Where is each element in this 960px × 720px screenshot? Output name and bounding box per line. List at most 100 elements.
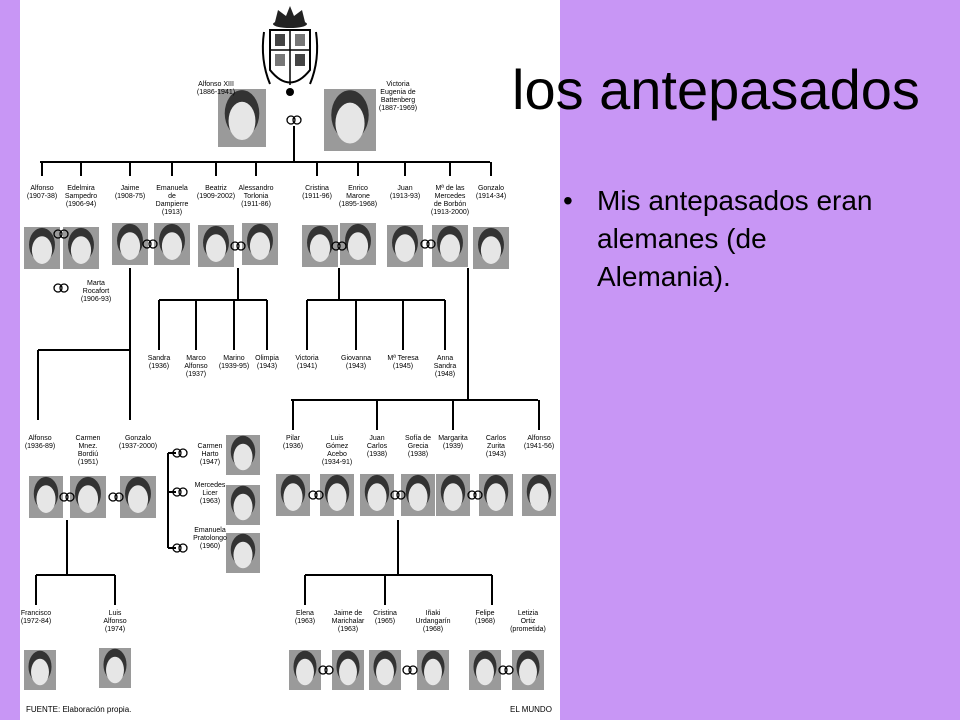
person-photo-gen4-right-4 (469, 650, 501, 690)
source-note: FUENTE: Elaboración propia. (26, 705, 131, 714)
person-photo-gen2-2 (112, 223, 148, 265)
marriage-rings-icon (108, 492, 124, 502)
person-photo-gen4-right-3 (417, 650, 449, 690)
marriage-rings-icon (402, 665, 418, 675)
person-photo-gen3-right-0 (276, 474, 310, 516)
person-photo-alfonso-1936 (29, 476, 63, 518)
person-label-gen4-right-0: Elena(1963) (295, 610, 315, 625)
person-label-gen4-right-4: Felipe(1968) (475, 610, 495, 625)
person-photo-gen3-right-5 (479, 474, 513, 516)
person-label-gen2-6: Cristina(1911-96) (302, 185, 332, 200)
marriage-rings-icon (172, 543, 188, 553)
person-label-gen3-mid-3: Olimpia(1943) (255, 355, 279, 370)
person-photo-gen2-1 (63, 227, 99, 269)
person-photo-gen2-3 (154, 223, 190, 265)
person-label-gen3-left-0: Alfonso(1936-89) (25, 435, 55, 450)
person-label-gen3-mid-2: Marino(1939-95) (219, 355, 249, 370)
person-photo-gonzalo-1937 (120, 476, 156, 518)
marriage-rings-icon (467, 490, 483, 500)
person-photo-gen4-right-5 (512, 650, 544, 690)
marriage-rings-icon (286, 115, 302, 125)
person-photo-alfonso-xiii (218, 89, 266, 147)
person-label-gen2-2: Jaime(1908-75) (115, 185, 145, 200)
person-label-gen2-10: Gonzalo(1914-34) (476, 185, 506, 200)
person-label-gen3-left-2: Gonzalo(1937-2000) (119, 435, 157, 450)
person-label-gen2-8: Juan(1913-93) (390, 185, 420, 200)
person-photo-francisco (24, 650, 56, 690)
person-photo-mercedes-licer (226, 485, 260, 525)
marriage-rings-icon (498, 665, 514, 675)
person-photo-gen3-right-4 (436, 474, 470, 516)
marriage-rings-icon (390, 490, 406, 500)
person-label-gen3-mid-0: Sandra(1936) (148, 355, 171, 370)
person-photo-gen3-right-1 (320, 474, 354, 516)
person-photo-gen2-9 (432, 225, 468, 267)
person-photo-gen3-right-2 (360, 474, 394, 516)
person-label-gen4-right-2: Cristina(1965) (373, 610, 397, 625)
marriage-rings-icon (53, 229, 69, 239)
person-photo-gen4-right-0 (289, 650, 321, 690)
bullet-icon: • (563, 185, 573, 216)
marriage-rings-icon (142, 239, 158, 249)
person-label-gen2-4: Beatriz(1909-2002) (197, 185, 235, 200)
marriage-rings-icon (308, 490, 324, 500)
person-label-gen3-right-0: Pilar(1936) (283, 435, 303, 450)
coat-of-arms-icon (261, 6, 319, 96)
person-label-gen3-right-4: Margarita(1939) (438, 435, 468, 450)
person-photo-gen2-5 (242, 223, 278, 265)
person-photo-luis-alfonso (99, 648, 131, 688)
marriage-rings-icon (59, 492, 75, 502)
person-label-gen3-right-6: Alfonso(1941-56) (524, 435, 554, 450)
person-label-alfonso-xiii: Alfonso XIII(1886-1941) (197, 81, 235, 96)
person-photo-gen2-0 (24, 227, 60, 269)
marriage-rings-icon (331, 241, 347, 251)
person-photo-gen4-right-1 (332, 650, 364, 690)
slide-title: los antepasados (512, 58, 920, 121)
person-photo-gen2-10 (473, 227, 509, 269)
person-photo-gen3-right-3 (401, 474, 435, 516)
marriage-rings-icon (172, 487, 188, 497)
marriage-rings-icon (230, 241, 246, 251)
marriage-rings-icon (53, 283, 69, 293)
marriage-rings-icon (420, 239, 436, 249)
person-photo-gen2-8 (387, 225, 423, 267)
person-label-gen2-0: Alfonso(1907-38) (27, 185, 57, 200)
person-photo-carmen-harto (226, 435, 260, 475)
person-photo-gen4-right-2 (369, 650, 401, 690)
person-photo-victoria-eugenia (324, 89, 376, 151)
person-photo-emanuela-pratolongo (226, 533, 260, 573)
person-label-gen3-mid-5: Giovanna(1943) (341, 355, 371, 370)
person-label-gen3-mid-4: Victoria(1941) (295, 355, 318, 370)
person-photo-gen2-4 (198, 225, 234, 267)
person-label-gen4-left-0: Francisco(1972-84) (21, 610, 51, 625)
person-photo-carmen-bordiu (70, 476, 106, 518)
marriage-rings-icon (318, 665, 334, 675)
person-photo-gen3-right-6 (522, 474, 556, 516)
person-label-gen3-mid-6: Mª Teresa(1945) (387, 355, 418, 370)
marriage-rings-icon (172, 448, 188, 458)
newspaper-name: EL MUNDO (510, 705, 552, 714)
